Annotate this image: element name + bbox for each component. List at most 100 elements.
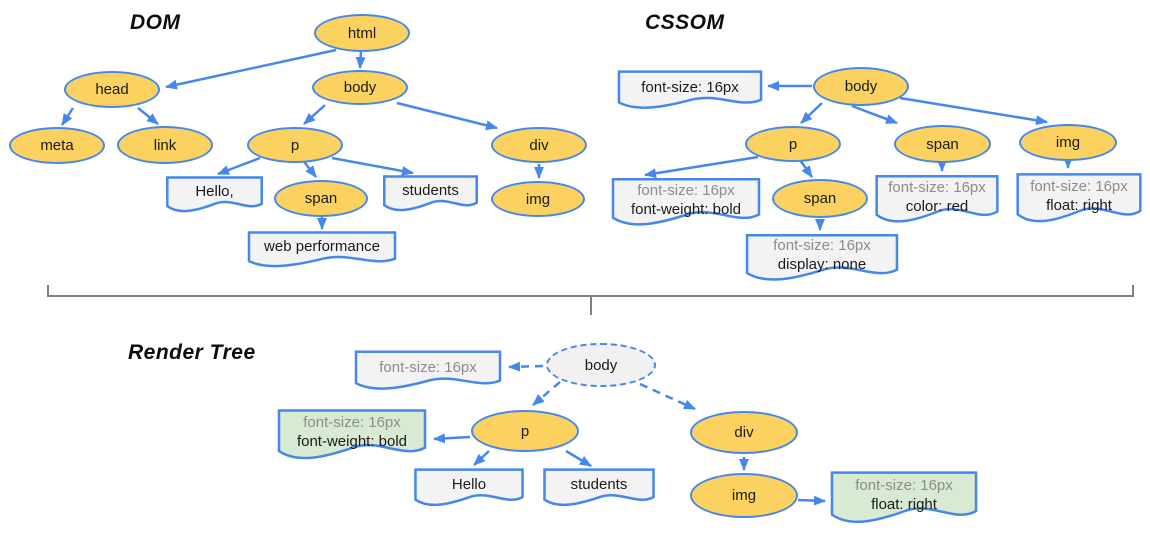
edge-dom-html-to-head [165,48,337,90]
node-label: div [734,424,754,441]
node-label: span [304,190,338,207]
node-label: span [803,190,837,207]
cssom-node-span-under-body: span [894,125,991,163]
edge-cssom-body-to-img [899,96,1048,126]
document-shape [277,407,427,465]
render-rule-img: font-size: 16px float: right [830,469,978,529]
document-shape [875,173,999,228]
cssom-title: CSSOM [645,11,725,34]
render-rule-body: font-size: 16px [354,349,502,394]
node-label: meta [40,137,74,154]
node-label: img [525,190,551,208]
dom-node-span: span [274,180,368,217]
document-shape [166,175,263,216]
rule-line: float: right [1046,196,1112,214]
edge-render-img-to-rule [797,495,826,506]
dom-node-meta: meta [9,127,105,164]
dom-node-head: head [64,71,160,108]
edge-cssom-p-to-rule [644,155,759,179]
document-shape [617,69,763,113]
rule-line: font-size: 16px [1030,177,1128,195]
edge-render-body-to-p [532,381,561,406]
text-node-label: Hello [451,476,487,493]
node-label: html [347,24,377,42]
render-textnode-hello: Hello [414,467,524,510]
node-label: body [844,78,878,95]
render-textnode-students: students [543,467,655,510]
edge-dom-p-to-hello [217,156,261,176]
document-shape [745,232,899,286]
cssom-node-p: p [745,126,841,162]
cssom-node-span-under-p: span [772,179,868,218]
dom-node-body: body [312,70,408,105]
rule-line: font-size: 16px [773,237,871,254]
text-node-label: Hello, [195,183,234,200]
rule-line: float: right [871,496,937,513]
dom-textnode-web-performance: web performance [247,230,397,271]
document-shape [354,349,502,394]
edge-render-p-to-students [565,449,592,468]
node-label: div [529,136,549,154]
edge-dom-body-to-div [396,101,498,131]
edge-render-p-to-hello [473,450,490,466]
dom-node-link: link [117,126,213,164]
render-node-div: div [690,411,798,454]
dom-textnode-hello: Hello, [166,175,263,216]
dom-node-p: p [247,127,343,163]
node-label: p [520,422,530,440]
rule-line: font-size: 16px [303,414,401,431]
render-node-p: p [471,410,579,452]
document-shape [543,467,655,510]
document-shape [611,176,761,231]
dom-textnode-students: students [383,174,478,215]
edge-dom-head-to-meta [60,107,75,126]
edge-render-body-to-div [639,382,696,411]
edge-dom-html-to-body [355,51,366,69]
dom-title: DOM [130,11,181,34]
edge-cssom-body-to-span [851,104,898,125]
cssom-rule-span-display-none: font-size: 16px display: none [745,232,899,286]
dom-node-html: html [314,14,410,52]
node-label: body [343,79,377,96]
text-node-label: web performance [264,238,380,255]
render-node-img: img [690,473,798,518]
node-label: img [1055,134,1081,151]
node-label: body [584,356,618,374]
document-shape [1016,171,1142,228]
rule-line: font-size: 16px [379,359,477,376]
node-label: p [788,135,798,153]
rule-line: font-size: 16px [888,178,986,196]
render-node-body: body [546,343,656,387]
edge-dom-p-to-students [331,156,414,176]
edge-dom-body-to-p [303,104,326,125]
text-node-label: students [402,182,459,199]
render-rule-p: font-size: 16px font-weight: bold [277,407,427,465]
rule-line: font-weight: bold [630,200,742,218]
edge-cssom-body-to-p [800,102,823,124]
rule-line: font-size: 16px [855,477,953,494]
cssom-rule-img-float: font-size: 16px float: right [1016,171,1142,228]
text-node-label: students [570,476,628,493]
rule-line: font-size: 16px [637,181,735,199]
document-shape [830,469,978,529]
node-label: img [731,487,757,504]
cssom-rule-span-red: font-size: 16px color: red [875,173,999,228]
edge-render-body-to-rule [508,361,544,372]
dom-node-div: div [491,127,587,163]
combine-bracket [47,285,1134,315]
render-tree-title: Render Tree [128,341,256,364]
dom-node-img: img [491,181,585,217]
node-label: link [153,136,177,154]
edge-cssom-p-to-span [798,159,814,178]
cssom-rule-p: font-size: 16px font-weight: bold [611,176,761,231]
rule-line: font-size: 16px [641,78,739,96]
node-label: span [926,135,959,153]
edge-dom-head-to-link [137,107,159,125]
cssom-rule-body: font-size: 16px [617,69,763,113]
document-shape [247,230,397,271]
rule-line: font-weight: bold [296,433,408,450]
node-label: head [95,81,129,98]
document-shape [414,467,524,510]
